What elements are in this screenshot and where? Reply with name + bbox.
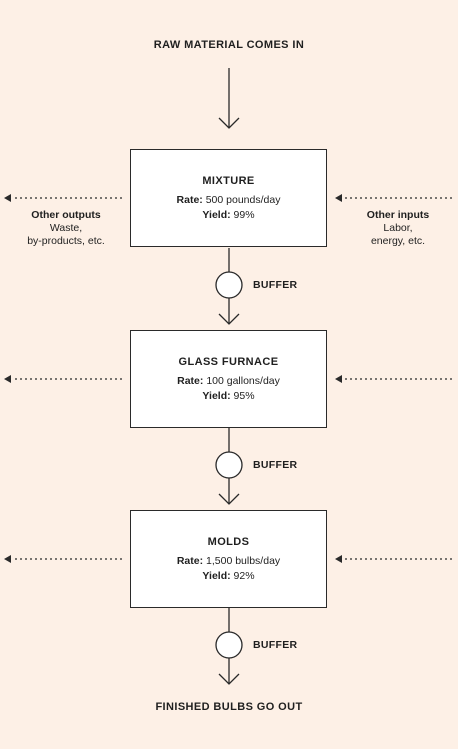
input-arrowhead-2 [335,375,342,383]
yield-key: Yield: [202,570,231,582]
yield-key: Yield: [202,390,231,402]
arrowhead-2 [218,493,240,505]
stage-title: MOLDS [207,536,250,548]
stage-rate: Rate: 1,500 bulbs/day [131,554,326,569]
rate-value: 500 pounds/day [205,194,281,206]
output-arrowhead-3 [4,555,11,563]
yield-key: Yield: [202,209,231,221]
rate-value: 1,500 bulbs/day [206,555,281,567]
arrowhead-3 [218,673,240,685]
other-inputs-line2: energy, etc. [370,235,426,247]
other-inputs-line1: Labor, [383,222,413,234]
stage-box-mixture: MIXTURE Rate: 500 pounds/day Yield: 99% [130,149,327,247]
yield-value: 99% [233,209,255,221]
output-arrowhead-2 [4,375,11,383]
other-outputs-title: Other outputs [31,209,101,221]
stage-yield: Yield: 99% [131,208,326,223]
buffer-label-2: BUFFER [253,459,298,471]
other-outputs-note: Other outputs Waste, by-products, etc. [6,209,126,248]
end-label: FINISHED BULBS GO OUT [155,701,303,713]
output-arrowhead-1 [4,194,11,202]
stage-title: GLASS FURNACE [178,356,279,368]
stage-box-molds: MOLDS Rate: 1,500 bulbs/day Yield: 92% [130,510,327,608]
stage-rate: Rate: 500 pounds/day [131,193,326,208]
other-outputs-line1: Waste, [49,222,83,234]
yield-value: 95% [233,390,255,402]
buffer-circle-2 [215,451,243,479]
buffer-circle-1 [215,271,243,299]
rate-value: 100 gallons/day [206,375,280,387]
other-outputs-line2: by-products, etc. [27,235,105,247]
buffer-label-3: BUFFER [253,639,298,651]
buffer-circle-3 [215,631,243,659]
rate-key: Rate: [176,194,203,206]
rate-key: Rate: [176,555,204,567]
rate-key: Rate: [177,375,204,387]
buffer-label-1: BUFFER [253,279,298,291]
stage-yield: Yield: 95% [131,389,326,404]
other-inputs-note: Other inputs Labor, energy, etc. [340,209,456,248]
stage-title: MIXTURE [202,175,255,187]
inflow-arrowhead [218,117,240,129]
stage-rate: Rate: 100 gallons/day [131,374,326,389]
start-label: RAW MATERIAL COMES IN [153,39,305,51]
yield-value: 92% [233,570,255,582]
stage-box-glass-furnace: GLASS FURNACE Rate: 100 gallons/day Yiel… [130,330,327,428]
stage-yield: Yield: 92% [131,569,326,584]
input-arrowhead-1 [335,194,342,202]
other-inputs-title: Other inputs [366,209,430,221]
arrowhead-1 [218,313,240,325]
input-arrowhead-3 [335,555,342,563]
